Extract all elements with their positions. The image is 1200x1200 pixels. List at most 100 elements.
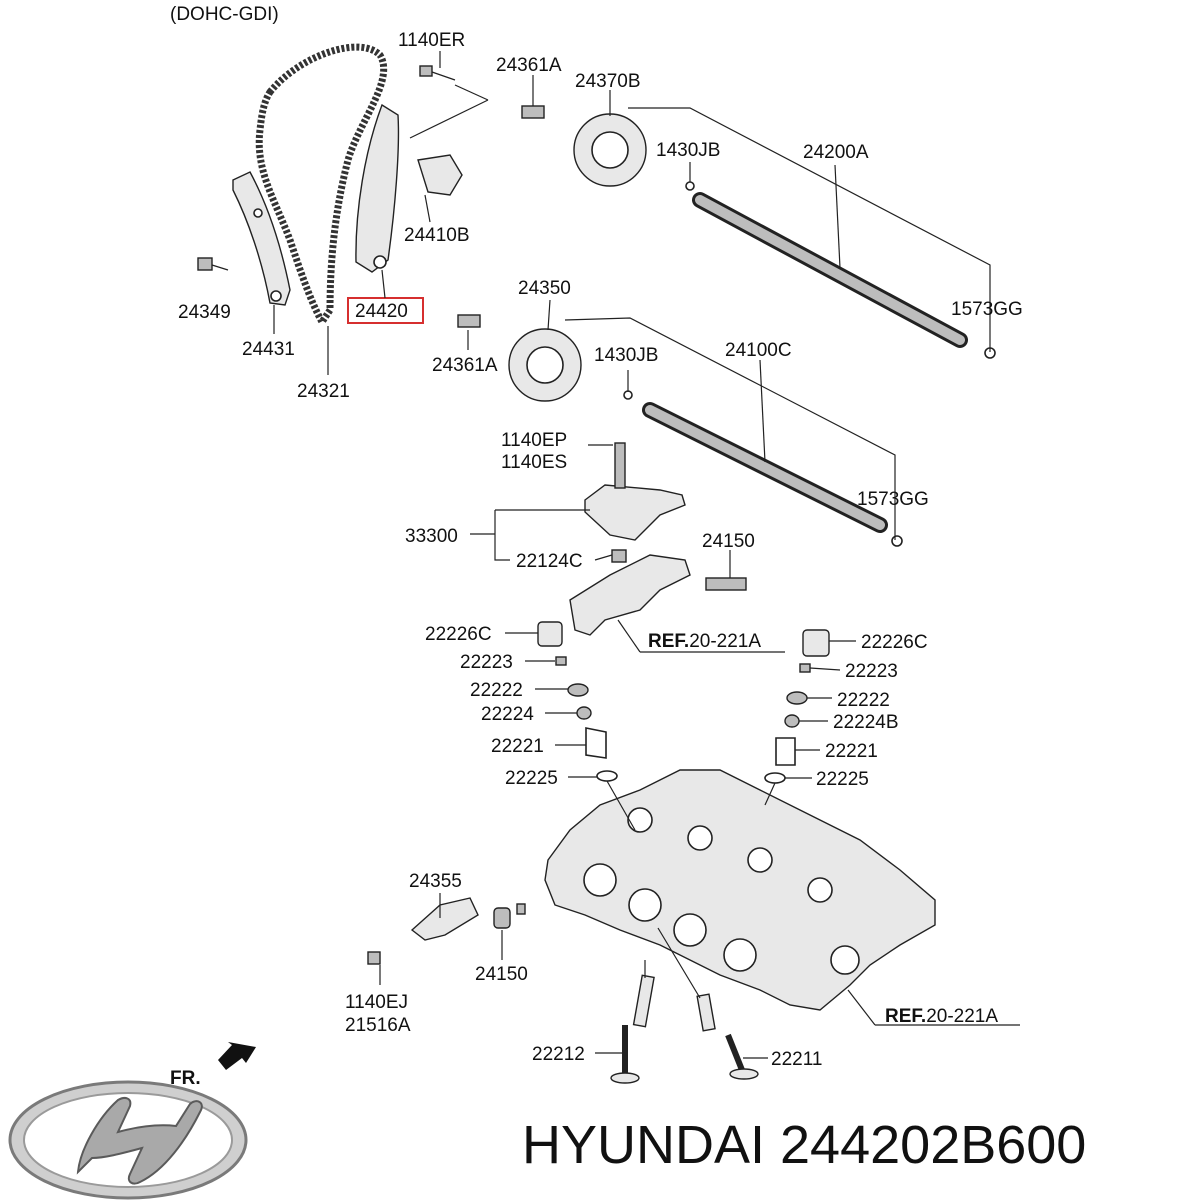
bolt-24361A-top (521, 105, 545, 119)
label-24150-bottom: 24150 (475, 964, 528, 985)
label-24150-top: 24150 (702, 531, 755, 552)
pin-1430JB-bottom (623, 390, 633, 400)
guide-hole (270, 290, 282, 302)
valve-guide-left (632, 974, 655, 1028)
engine-type-label: (DOHC-GDI) (170, 4, 279, 25)
seal-22224B-right (784, 714, 800, 728)
label-24410B: 24410B (404, 225, 470, 246)
valves (610, 974, 759, 1084)
label-1573GG-top: 1573GG (951, 299, 1023, 320)
port (628, 888, 662, 922)
timing-chain (255, 43, 388, 329)
bolt-1140ER (419, 65, 433, 77)
label-1140EJ: 1140EJ (345, 992, 408, 1013)
label-22226C-left: 22226C (425, 624, 492, 645)
label-1430JB-top: 1430JB (656, 140, 720, 161)
cotter-22223-right (799, 663, 811, 673)
bolt-1140EJ (367, 951, 381, 965)
filter-bolt (516, 903, 526, 915)
label-24200A: 24200A (803, 142, 869, 163)
plug-1573GG-bottom (891, 535, 903, 547)
valvetrain-left (537, 621, 618, 782)
label-1140ES: 1140ES (501, 452, 567, 473)
label-22212: 22212 (532, 1044, 585, 1065)
tappet-22226C-left (537, 621, 563, 647)
camshaft-leader-lines (564, 107, 991, 540)
seat-22225-right (764, 772, 786, 784)
label-24420: 24420 (355, 301, 408, 322)
intake-camshaft-group (521, 105, 996, 359)
cam-bore (830, 945, 860, 975)
front-direction-marker: FR. (170, 1042, 256, 1089)
label-22225-left: 22225 (505, 768, 558, 789)
label-1430JB-bottom: 1430JB (594, 345, 658, 366)
bolt-24349 (197, 257, 213, 271)
cylinder-head (544, 769, 936, 1011)
label-22211: 22211 (771, 1049, 822, 1070)
label-24100C: 24100C (725, 340, 792, 361)
spring-22221-left (585, 727, 607, 759)
oil-control-valve-24355 (410, 897, 479, 941)
bushing-22124C (611, 549, 627, 563)
label-22225-right: 22225 (816, 769, 869, 790)
bolt-24361A-bottom (457, 314, 481, 328)
label-22221-right: 22221 (825, 741, 878, 762)
valve-bore (807, 877, 833, 903)
label-22224B: 22224B (833, 712, 899, 733)
cotter-22223-left (555, 656, 567, 666)
leader-lines (273, 51, 1020, 1059)
label-1140ER: 1140ER (398, 30, 465, 51)
label-22224: 22224 (481, 704, 534, 725)
label-21516A: 21516A (345, 1015, 411, 1036)
highlight-box (347, 297, 424, 324)
label-24361A-top: 24361A (496, 55, 562, 76)
label-24361A-bottom: 24361A (432, 355, 498, 376)
front-label: FR. (170, 1068, 201, 1089)
label-22124C: 22124C (516, 551, 583, 572)
tappet-22226C-right (802, 629, 830, 657)
retainer-22222-left (567, 683, 589, 697)
label-22222-left: 22222 (470, 680, 523, 701)
label-1140EP: 1140EP (501, 430, 567, 451)
front-arrow-icon (218, 1042, 256, 1070)
label-22223-right: 22223 (845, 661, 898, 682)
guide-hole (253, 208, 263, 218)
valve-bore (627, 807, 653, 833)
label-24431: 24431 (242, 339, 295, 360)
filter-24150 (493, 907, 511, 929)
cam-carrier-group (569, 442, 747, 636)
bolt-1140EP (614, 442, 626, 489)
label-22223-left: 22223 (460, 652, 513, 673)
chain-guide-left (232, 171, 291, 306)
hyundai-logo (8, 1080, 248, 1200)
logo-h-icon (76, 1097, 203, 1185)
label-24350: 24350 (518, 278, 571, 299)
high-pressure-pump-bracket (584, 484, 686, 541)
label-22221-left: 22221 (491, 736, 544, 757)
cam-bearing-cap (569, 554, 691, 636)
exhaust-camshaft-group (457, 314, 903, 547)
label-33300: 33300 (405, 526, 458, 547)
valve-22211 (725, 1033, 745, 1072)
valvetrain-right (764, 629, 830, 784)
label-22226C-right: 22226C (861, 632, 928, 653)
timing-chain-assembly (197, 43, 463, 329)
valve-bore (747, 847, 773, 873)
label-24355: 24355 (409, 871, 462, 892)
label-1573GG-bottom: 1573GG (857, 489, 929, 510)
valve-guide-right (696, 993, 716, 1032)
label-22222-right: 22222 (837, 690, 890, 711)
valve-bore (687, 825, 713, 851)
port (583, 863, 617, 897)
spring-22221-right (775, 737, 796, 766)
retainer-22222-right (786, 691, 808, 705)
brand-caption: HYUNDAI 244202B600 (522, 1115, 1086, 1175)
label-24321: 24321 (297, 381, 350, 402)
part-labels: 1140ER 24361A 24370B 1430JB 24200A 24410… (178, 30, 1023, 1070)
ref-label-top: REF.20-221A (648, 631, 761, 652)
chain-tensioner (417, 154, 463, 196)
label-24370B: 24370B (575, 71, 641, 92)
sprocket-hub (591, 131, 629, 169)
port (673, 913, 707, 947)
